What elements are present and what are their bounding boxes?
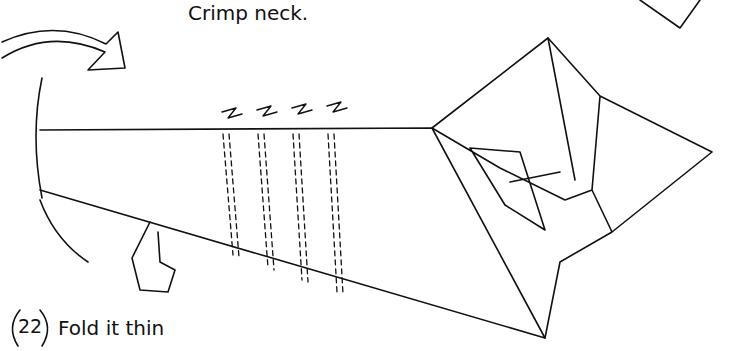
- curved-arrow: [2, 30, 125, 70]
- step-circle: [12, 310, 47, 346]
- instruction-text: Crimp neck.: [188, 2, 308, 24]
- arrow-tip: [640, 0, 700, 28]
- step-number: 22: [18, 316, 42, 337]
- head-fold-line: [510, 38, 575, 182]
- curved-arrow: [40, 200, 88, 262]
- crimp-lines: [223, 134, 343, 294]
- body-outline: [40, 128, 545, 338]
- fold-flap: [132, 222, 175, 292]
- crimp-marks: [222, 102, 347, 118]
- body-end-curve: [36, 78, 42, 198]
- head-outline: [432, 38, 712, 338]
- instruction-text: Fold it thin: [58, 317, 164, 339]
